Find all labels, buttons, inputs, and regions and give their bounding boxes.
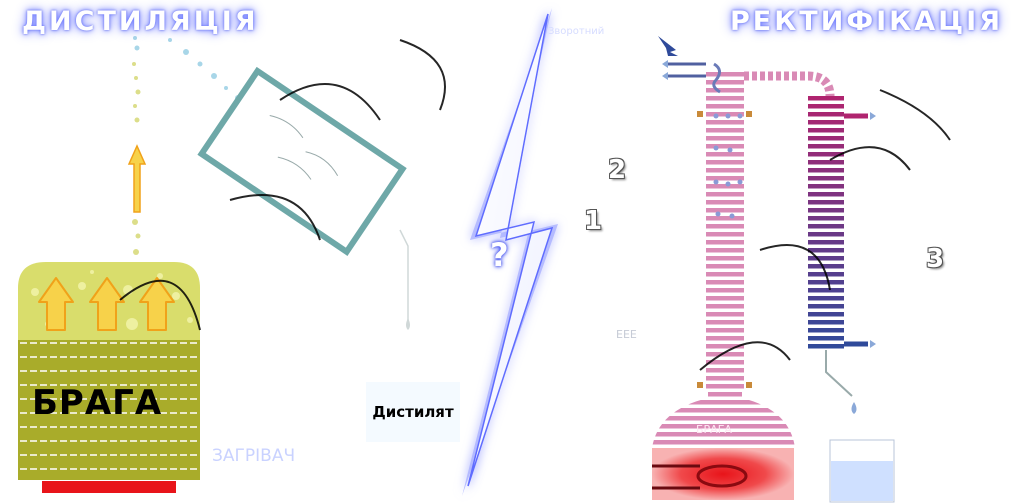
product-condenser (808, 96, 876, 414)
water-drop-icon (406, 318, 410, 330)
reflux-caption: Зворотний (548, 26, 605, 37)
question-mark: ? (490, 236, 509, 274)
heater-bar (42, 481, 176, 493)
distillate-drip (399, 229, 409, 320)
lightning-bolt-icon (462, 8, 558, 496)
distillate-label: Дистилят (372, 403, 454, 421)
water-drop-icon (851, 402, 857, 414)
vapor-stream (127, 36, 241, 255)
step-number-1: 1 (584, 206, 603, 236)
title-distillation: ДИСТИЛЯЦІЯ (22, 6, 259, 37)
step-number-3: 3 (926, 244, 945, 274)
up-arrow-icon (127, 144, 147, 213)
heater-caption: ЗАГРІВАЧ (212, 446, 296, 466)
boiler-flask (652, 388, 795, 448)
up-arrow-icon (38, 277, 175, 331)
column-caption: ЕЕЕ (616, 328, 637, 341)
receiver-glass (829, 439, 895, 503)
flask-caption: БРАГА (696, 423, 732, 436)
distillate-box: Дистилят (366, 382, 460, 442)
vapor-line (744, 71, 835, 106)
watermark (119, 39, 951, 371)
heater-element (652, 448, 794, 500)
condenser (197, 66, 407, 256)
reflux-condenser (658, 36, 721, 94)
mash-label: БРАГА (32, 383, 163, 423)
step-number-2: 2 (608, 155, 627, 185)
water-drop-icon (713, 113, 743, 219)
inlet-arrow-icon (658, 36, 678, 56)
title-rectification: РЕКТИФІКАЦІЯ (730, 6, 1003, 37)
column (697, 72, 752, 390)
